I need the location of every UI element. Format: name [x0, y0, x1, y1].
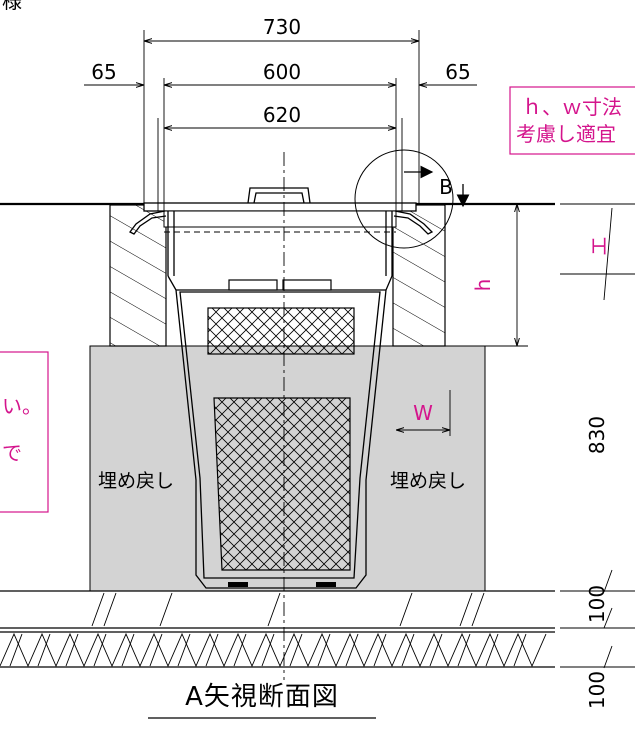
- note-top-line1: ｈ、ｗ寸法: [522, 95, 622, 119]
- dim-830: 830: [585, 416, 609, 454]
- note-box-top-right: [509, 86, 635, 155]
- note-top-line2: 考慮し適宜: [516, 122, 616, 146]
- note-box-left: [0, 351, 49, 513]
- base-layers: [0, 590, 555, 668]
- dim-100-b: 100: [585, 671, 609, 709]
- backfill-left-label: 埋め戻し: [98, 470, 174, 492]
- lower-mesh: [213, 397, 351, 571]
- dim-730: 730: [263, 15, 301, 39]
- note-left-line2: で: [2, 441, 22, 465]
- w-dimension: [396, 390, 451, 436]
- basket: [167, 275, 393, 589]
- dim-65-left: 65: [91, 60, 116, 84]
- dim-65-right: 65: [445, 60, 470, 84]
- dim-600: 600: [263, 60, 301, 84]
- dim-w-symbol: W: [413, 401, 433, 425]
- dim-100-a: 100: [585, 585, 609, 623]
- detail-b-callout: [354, 149, 470, 249]
- section-title: A矢視断面図: [185, 682, 339, 712]
- top-dimensions: [84, 30, 477, 211]
- dim-620: 620: [263, 103, 301, 127]
- upper-mesh: [207, 307, 355, 355]
- frame-assembly: [129, 187, 434, 276]
- backfill-right-label: 埋め戻し: [390, 470, 466, 492]
- dim-h-symbol: h: [471, 279, 495, 292]
- left-wall: [109, 204, 167, 347]
- detail-mark-b: B: [439, 175, 453, 199]
- header-fragment: 様: [2, 0, 22, 13]
- right-wall: [392, 204, 446, 347]
- h-dimension: [445, 203, 528, 347]
- note-left-line1: い。: [2, 394, 42, 418]
- right-dimension-column: [560, 203, 635, 669]
- e-fragment: エ: [587, 236, 611, 256]
